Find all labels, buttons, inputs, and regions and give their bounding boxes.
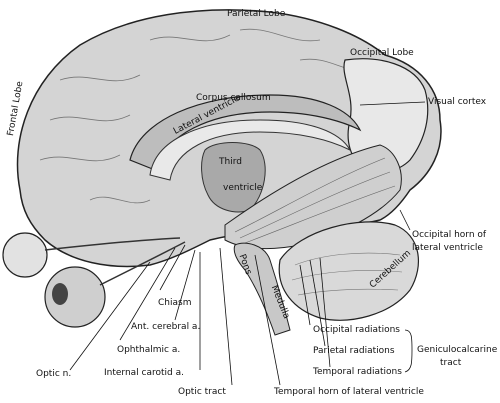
eyeball-lower: [44, 266, 106, 328]
label-internal-carotid: Internal carotid a.: [104, 368, 184, 378]
label-visual-cortex: Visual cortex: [428, 97, 487, 107]
corpus-callosum-shape: [129, 94, 362, 171]
label-chiasm: Chiasm: [158, 298, 192, 308]
label-corpus-callosum: Corpus callosum: [196, 93, 271, 103]
leader-lines: [69, 101, 426, 386]
label-temporal-horn: Temporal horn of lateral ventricle: [274, 387, 424, 397]
label-parietal-radiations: Parietal radiations: [313, 346, 395, 356]
label-optic-tract: Optic tract: [178, 387, 226, 397]
label-optic-n: Optic n.: [36, 369, 72, 379]
label-parietal-lobe: Parietal Lobe: [227, 9, 286, 19]
label-geniculocalcarine-2: tract: [440, 358, 462, 368]
brainstem-shape: [233, 242, 291, 336]
optic-nerves: [44, 237, 186, 286]
label-ventricle: ventricle: [223, 183, 263, 193]
label-ophthalmic: Ophthalmic a.: [117, 345, 181, 355]
eyeball-upper: [2, 232, 48, 278]
label-occipital-radiations: Occipital radiations: [313, 325, 400, 335]
label-temporal-radiations: Temporal radiations: [313, 367, 402, 377]
cerebellum-folia: [291, 252, 403, 296]
label-occipital-horn-2: lateral ventricle: [412, 243, 483, 253]
label-occipital-horn-1: Occipital horn of: [412, 230, 487, 240]
label-geniculocalcarine-1: Geniculocalcarine: [417, 345, 498, 355]
label-occipital-lobe: Occipital Lobe: [350, 48, 414, 58]
eyeball-pupil: [52, 283, 68, 305]
label-ant-cerebral: Ant. cerebral a.: [131, 322, 201, 332]
radiation-fibers: [234, 157, 396, 244]
label-third: Third: [219, 157, 242, 167]
lateral-ventricle-shape: [149, 119, 352, 181]
